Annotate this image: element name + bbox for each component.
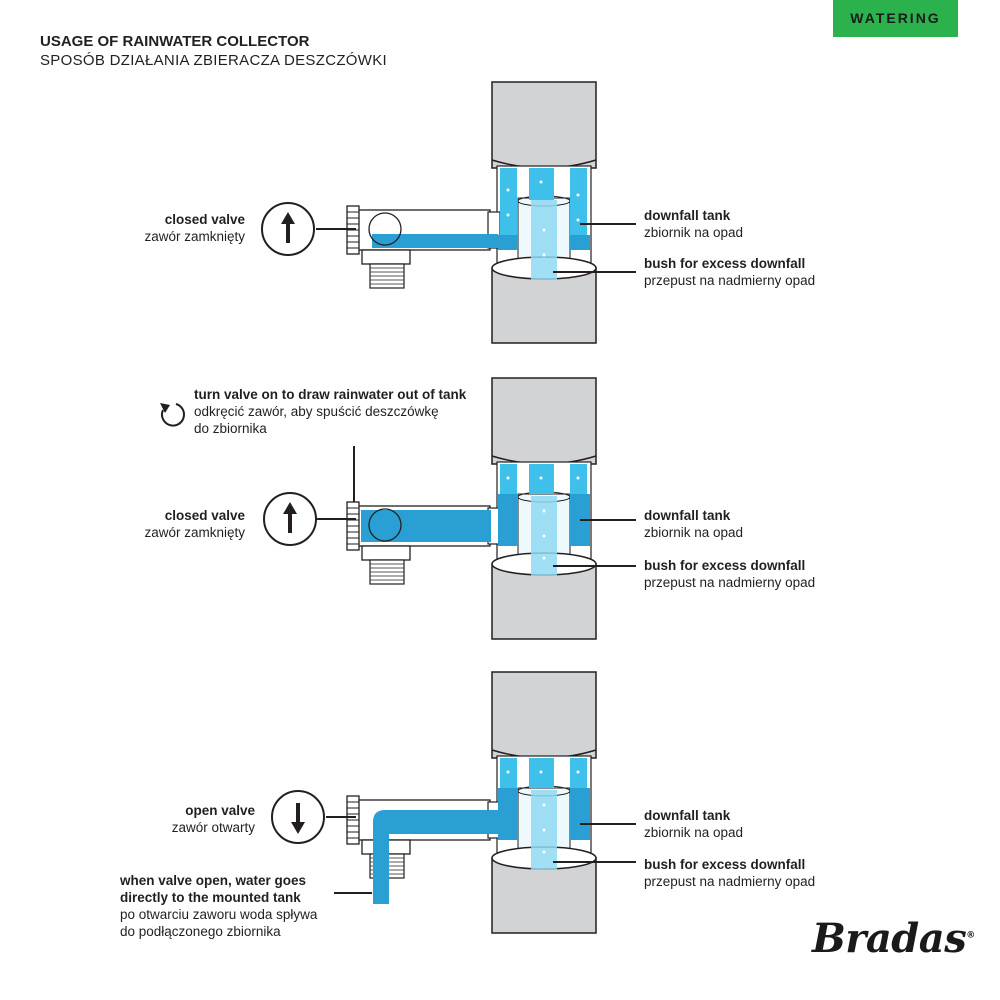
panel-2-water-level [498, 494, 518, 546]
panel-3-tank-label: downfall tank zbiornik na opad [644, 807, 743, 841]
panel-2-bush-subtitle: przepust na nadmierny opad [644, 575, 816, 590]
panel-1-valve-title: closed valve [164, 212, 245, 227]
arrow-down-icon [271, 790, 325, 844]
panel-2-valve-title: closed valve [164, 508, 245, 523]
panel-1-tank-label: downfall tank zbiornik na opad [644, 207, 743, 241]
panel-3-tank-title: downfall tank [644, 808, 731, 823]
panel-2-valve-water [361, 510, 491, 542]
panel-2-assembly [263, 377, 636, 640]
panel-1-water-stream-center [529, 168, 554, 200]
brand-logo-text: Bradas [812, 915, 967, 962]
panel-1-water-stream-right [570, 168, 587, 250]
panel-1-bush-subtitle: przepust na nadmierny opad [644, 273, 816, 288]
panel-3-valve-subtitle: zawór otwarty [171, 820, 255, 835]
panel-1-water-stream-left [500, 168, 517, 250]
panel-3-water-level [498, 788, 518, 840]
panel-1-water-level [498, 235, 518, 250]
panel-3-outlet-line2: do podłączonego zbiornika [120, 924, 281, 939]
panel-1-water-level-right [570, 235, 590, 250]
panel-3-bush-label: bush for excess downfall przepust na nad… [644, 856, 815, 890]
panel-3-valve-water [373, 810, 498, 904]
panel-1-valve-water [372, 234, 498, 248]
panel-2-note-label: turn valve on to draw rainwater out of t… [194, 386, 466, 437]
panel-3-tank-subtitle: zbiornik na opad [644, 825, 744, 840]
panel-2-note-line2: do zbiornika [194, 421, 267, 436]
page-subtitle: SPOSÓB DZIAŁANIA ZBIERACZA DESZCZÓWKI [40, 52, 387, 69]
panel-3-water-level-right [570, 788, 590, 840]
panel-3-valve-title: open valve [185, 803, 255, 818]
panel-1-valve-subtitle: zawór zamknięty [144, 229, 245, 244]
arrow-up-icon [263, 492, 317, 546]
panel-2-tank-subtitle: zbiornik na opad [644, 525, 744, 540]
rotate-icon [160, 403, 185, 427]
panel-3-outlet-label: when valve open, water goes directly to … [120, 872, 317, 940]
panel-3-valve-label: open valve zawór otwarty [172, 802, 255, 836]
panel-1-bush-label: bush for excess downfall przepust na nad… [644, 255, 815, 289]
category-badge: WATERING [833, 0, 958, 37]
panel-2-valve-label: closed valve zawór zamknięty [144, 507, 245, 541]
panel-2-valve-subtitle: zawór zamknięty [144, 525, 245, 540]
panel-3-outlet-title2: directly to the mounted tank [120, 890, 301, 905]
panel-2-tank-title: downfall tank [644, 508, 731, 523]
panel-1-bush-title: bush for excess downfall [644, 256, 806, 271]
arrow-up-icon [261, 202, 315, 256]
panel-1-tank-subtitle: zbiornik na opad [644, 225, 744, 240]
panel-3-bush-subtitle: przepust na nadmierny opad [644, 874, 816, 889]
panel-3-outlet-line1: po otwarciu zaworu woda spływa [120, 907, 318, 922]
panel-2-note-line1: odkręcić zawór, aby spuścić deszczówkę [194, 404, 439, 419]
panel-2-note-title: turn valve on to draw rainwater out of t… [194, 387, 467, 402]
registered-mark: ® [966, 930, 975, 941]
panel-2-bush-title: bush for excess downfall [644, 558, 806, 573]
panel-3-bush-title: bush for excess downfall [644, 857, 806, 872]
panel-3-assembly [271, 671, 636, 934]
brand-logo: Bradas® [812, 915, 975, 962]
panel-1-valve-label: closed valve zawór zamknięty [144, 211, 245, 245]
panel-1-tank-title: downfall tank [644, 208, 731, 223]
panel-2-tank-label: downfall tank zbiornik na opad [644, 507, 743, 541]
panel-3-outlet-title1: when valve open, water goes [120, 873, 307, 888]
panel-1-assembly [261, 81, 636, 344]
panel-2-bush-label: bush for excess downfall przepust na nad… [644, 557, 815, 591]
page-title: USAGE OF RAINWATER COLLECTOR [40, 33, 310, 50]
